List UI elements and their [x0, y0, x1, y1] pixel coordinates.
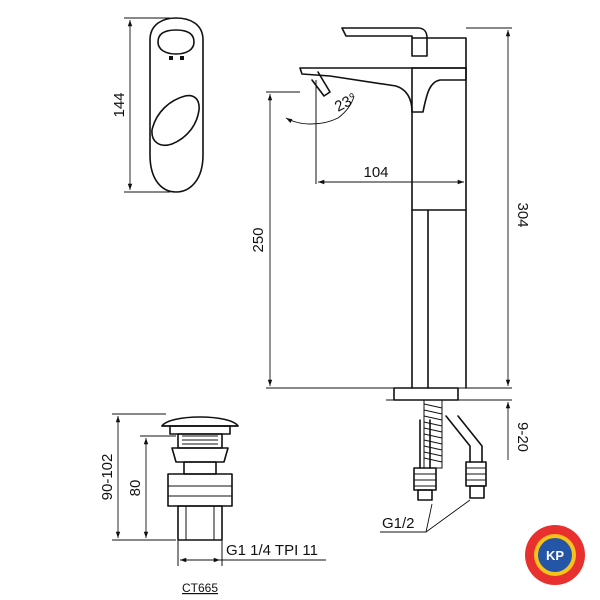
logo-inner-circle	[538, 538, 572, 572]
dim-inlet-thread: G1/2	[382, 515, 415, 532]
logo-text: KP	[546, 548, 564, 563]
dim-waste-body-height: 80	[127, 480, 144, 497]
waste-model-label: CT665	[182, 581, 218, 595]
dim-waste-height-range: 90-102	[99, 454, 116, 501]
dim-handle-height: 144	[111, 92, 128, 117]
handle-top-view	[124, 17, 204, 193]
brand-logo: KP	[525, 525, 585, 585]
dim-spout-height: 250	[250, 227, 267, 252]
angle-indicator	[285, 80, 355, 184]
dim-total-height: 304	[514, 202, 531, 227]
threaded-shank	[423, 399, 443, 469]
popup-waste	[161, 416, 239, 541]
dim-reach: 104	[363, 164, 388, 181]
dim-deck-thickness: 9-20	[514, 422, 531, 452]
faucet-side-view	[299, 27, 500, 501]
dim-waste-thread: G1 1/4 TPI 11	[226, 542, 318, 559]
dim-angle: 23°	[332, 90, 360, 116]
